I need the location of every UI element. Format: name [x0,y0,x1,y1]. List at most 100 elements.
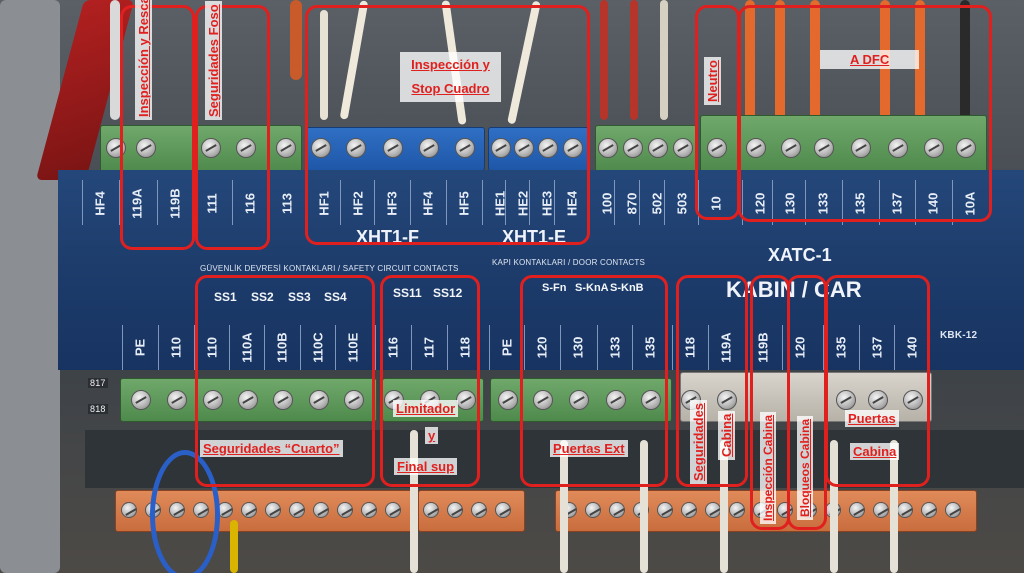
terminal-screw [498,390,518,410]
bottom-pin-cell [264,325,265,370]
white-wire [560,440,568,573]
safety-contact-label: SS4 [324,290,347,304]
door-contact-label: S-KnA [575,282,609,294]
top-pin-cell [742,180,743,225]
safety-contact-label: SS1 [214,290,237,304]
terminal-screw [717,390,737,410]
terminal-screw [337,502,353,518]
terminal-screw [313,502,329,518]
terminal-screw [121,502,137,518]
top-pin-cell [805,180,806,225]
terminal-screw [471,502,487,518]
bottom-pin-cell [708,325,709,370]
label-puertas-cabina-2: Cabina [850,443,900,460]
top-pin-cell [698,180,699,225]
label-seguridades-cuarto: Seguridades “Cuarto” [200,440,343,457]
bottom-pin-cell [447,325,448,370]
terminal-screw [836,390,856,410]
terminal-screw [945,502,961,518]
terminal-screw [309,390,329,410]
box-seguridades-foso [195,5,270,250]
top-pin-cell [529,180,530,225]
terminal-screw [203,390,223,410]
red-wire [630,0,638,120]
safety-contact-label: SS3 [288,290,311,304]
terminal-screw [265,502,281,518]
bottom-pin-cell [894,325,895,370]
door-contact-label: S-Fn [542,282,567,294]
top-pin-cell [119,180,120,225]
terminal-screw [673,138,693,158]
terminal-screw [495,502,511,518]
top-pin-cell [879,180,880,225]
terminal-screw [491,138,511,158]
label-final-sup: Final sup [394,458,458,475]
terminal-screw [681,502,697,518]
label-limitador-y: y [425,427,439,444]
bus-label-kbk: KBK-12 [940,330,978,341]
terminal-screw [921,502,937,518]
bottom-pin-cell [632,325,633,370]
top-pin-cell [842,180,843,225]
top-pin-cell [772,180,773,225]
bottom-pin-cell [122,325,123,370]
terminal-screw [346,138,366,158]
label-inspeccion-cabina: Inspección Cabina [760,411,776,524]
terminal-screw [289,502,305,518]
top-pin-cell [915,180,916,225]
top-pin-cell [482,180,483,225]
top-pin-label: 502 [649,192,665,215]
red-wire [600,0,608,120]
white-wire [660,0,668,120]
terminal-screw [873,502,889,518]
terminal-screw [136,138,156,158]
bottom-pin-cell [782,325,783,370]
orange-wire [775,0,785,120]
bottom-pin-cell [597,325,598,370]
box-seguridades-cuarto [195,275,375,487]
terminal-screw [311,138,331,158]
box-inspeccion-stop [305,5,590,245]
terminal-screw [657,502,673,518]
terminal-screw [167,390,187,410]
bottom-pin-cell [859,325,860,370]
white-wire [720,440,728,573]
terminal-screw [781,138,801,158]
box-puertas-ext [520,275,668,487]
label-neutro: Neutro [704,57,721,105]
terminal-screw [609,502,625,518]
terminal-screw [344,390,364,410]
terminal-screw [814,138,834,158]
terminal-screw [383,138,403,158]
terminal-screw [273,390,293,410]
terminal-screw [598,138,618,158]
orange-wire [290,0,302,80]
terminal-screw [585,502,601,518]
bottom-pin-cell [672,325,673,370]
terminal-screw [888,138,908,158]
safety-contact-label: SS2 [251,290,274,304]
terminal-screw [201,138,221,158]
terminal-screw [746,138,766,158]
orange-wire [810,0,820,120]
top-pin-cell [639,180,640,225]
bottom-green-terminal-block [120,378,377,422]
bottom-pin-cell [300,325,301,370]
terminal-screw [236,138,256,158]
bottom-pin-label: PE [132,338,148,357]
box-seguridades-cabina [676,275,748,487]
bottom-pin-cell [335,325,336,370]
box-limitador [380,275,480,487]
yellow-wire [230,520,238,573]
terminal-screw [241,502,257,518]
top-pin-label: 113 [279,193,295,214]
bottom-pin-cell [375,325,376,370]
white-wire [890,440,898,573]
box-puertas-cabina [825,275,930,487]
label-inspeccion-stop: Inspección y Stop Cuadro [400,52,501,102]
bottom-pin-cell [489,325,490,370]
white-wire [320,10,328,120]
safety-contacts-header: GÜVENLİK DEVRESİ KONTAKLARI / SAFETY CIR… [200,264,459,273]
terminal-screw [851,138,871,158]
